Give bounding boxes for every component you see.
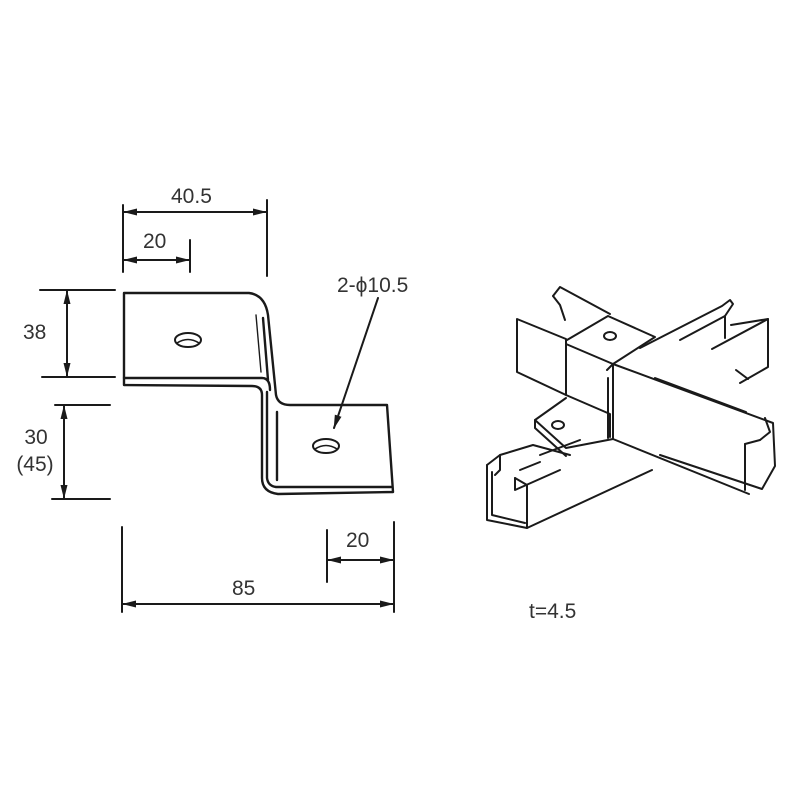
dim-label-20-top: 20 (143, 230, 167, 253)
dim-label-30: 30 (24, 426, 48, 449)
dim-label-20-bottom: 20 (346, 529, 370, 552)
dim-label-45: (45) (16, 453, 54, 476)
dim-label-40-5: 40.5 (171, 185, 212, 208)
dim-label-38: 38 (23, 321, 47, 344)
hole-leader (333, 297, 379, 429)
thickness-label: t=4.5 (529, 600, 577, 623)
dim-label-85: 85 (232, 577, 256, 600)
hole-top (174, 332, 202, 348)
hole-callout-label: 2-ϕ10.5 (337, 274, 409, 297)
z-bracket-shape (122, 291, 395, 496)
assembly-view (486, 286, 776, 529)
hole-bottom (312, 438, 340, 454)
